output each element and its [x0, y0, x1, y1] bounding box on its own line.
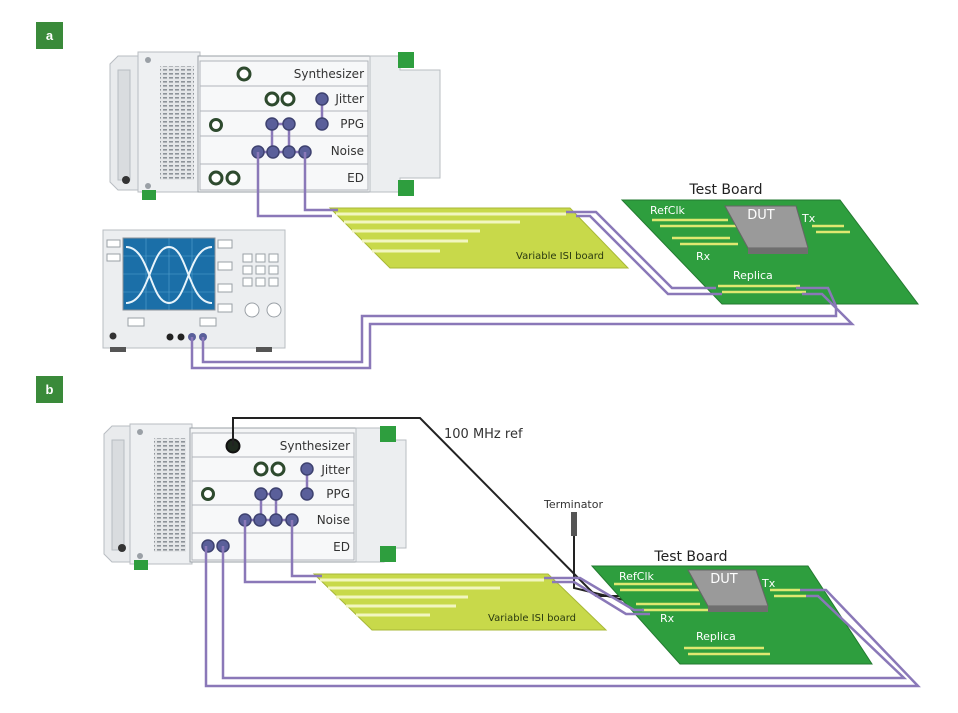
open-connectors-b: [201, 461, 286, 501]
mainframe-b-green-screw-bottom: [380, 546, 396, 562]
eye-diagram-trace: [125, 245, 213, 305]
isi-board-a-label: Variable ISI board: [516, 251, 604, 262]
cables-b: [204, 520, 921, 688]
isi-board-b-label: Variable ISI board: [488, 613, 576, 624]
mainframe-a: Synthesizer Jitter PPG Noise ED: [109, 51, 441, 200]
scope-power-icon: [109, 332, 117, 340]
panel-a: a Syn: [36, 22, 919, 370]
mainframe-b-vent: [154, 438, 186, 552]
isi-board-b: Variable ISI board: [312, 573, 608, 631]
ref-label-b: 100 MHz ref: [444, 427, 523, 442]
panel-b-badge: [36, 376, 63, 403]
tx-b-label: Tx: [761, 577, 776, 590]
terminator-label-b: Terminator: [543, 498, 603, 511]
scope-knob-1: [244, 302, 260, 318]
scope-knob-2: [266, 302, 282, 318]
panel-a-label: a: [46, 28, 54, 43]
scope-keypad: [242, 253, 279, 287]
mainframe-b-power-icon: [118, 544, 126, 552]
panel-b-label: b: [46, 382, 54, 397]
module-b-label-ed: ED: [333, 540, 350, 554]
rx-b-label: Rx: [660, 612, 675, 625]
module-b-label-synthesizer: Synthesizer: [280, 439, 350, 453]
refclk-a-label: RefClk: [650, 204, 686, 217]
mainframe-a-vent: [160, 66, 194, 180]
cables-a: [190, 152, 856, 370]
module-label-ed: ED: [347, 171, 364, 185]
module-b-label-jitter: Jitter: [320, 463, 350, 477]
tx-a-label: Tx: [801, 212, 816, 225]
mainframe-a-power-icon: [122, 176, 130, 184]
isi-traces-a: [336, 212, 566, 253]
mainframe-a-green-screw-top: [398, 52, 414, 68]
oscilloscope-a: [102, 229, 286, 352]
module-b-label-ppg: PPG: [326, 487, 350, 501]
replica-a-label: Replica: [733, 269, 773, 282]
isi-traces-b: [320, 578, 544, 617]
dut-a-label: DUT: [747, 208, 775, 223]
isi-board-a: Variable ISI board: [328, 207, 630, 269]
mainframe-b-foot: [134, 560, 148, 570]
module-label-jitter: Jitter: [334, 92, 364, 106]
replica-b-label: Replica: [696, 630, 736, 643]
mainframe-b-ear: [355, 427, 407, 563]
test-board-b-traces: [614, 582, 806, 656]
test-board-a-traces: [652, 218, 850, 294]
module-b-label-noise: Noise: [317, 513, 350, 527]
mainframe-a-green-screw-bottom: [398, 180, 414, 196]
module-label-ppg: PPG: [340, 117, 364, 131]
panel-b: b Synthesizer Jitter PPG: [36, 376, 921, 688]
test-board-a: Test Board DUT RefClk Tx Rx Replica: [620, 182, 919, 305]
dut-b-label: DUT: [710, 572, 738, 587]
mainframe-a-foot: [142, 190, 156, 200]
test-board-b-title: Test Board: [653, 549, 727, 565]
mainframe-a-ear: [369, 55, 441, 193]
refclk-b-label: RefClk: [619, 570, 655, 583]
mainframe-b: Synthesizer Jitter PPG Noise ED: [103, 423, 407, 570]
module-label-noise: Noise: [331, 144, 364, 158]
panel-a-badge: [36, 22, 63, 49]
open-connectors-a: [208, 66, 296, 186]
scope-side-buttons: [106, 239, 233, 327]
rx-a-label: Rx: [696, 250, 711, 263]
test-board-a-title: Test Board: [688, 182, 762, 198]
module-label-synthesizer: Synthesizer: [294, 67, 364, 81]
mainframe-b-green-screw-top: [380, 426, 396, 442]
terminator-b: [571, 512, 577, 536]
